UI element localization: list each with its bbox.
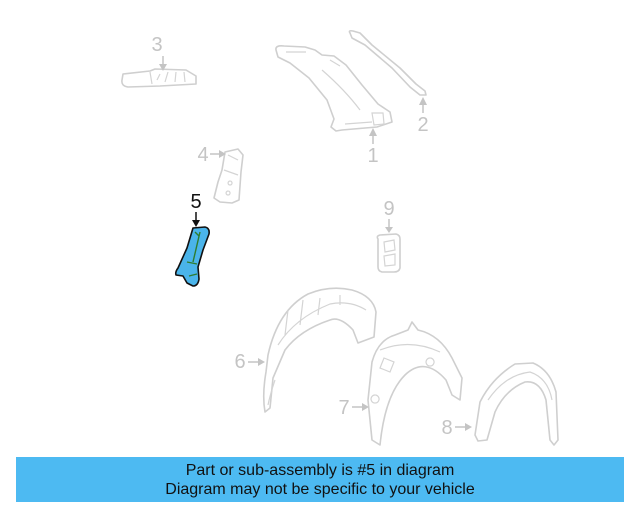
banner-line-disclaimer: Diagram may not be specific to your vehi…	[165, 481, 475, 498]
part-7[interactable]: 7	[338, 321, 463, 446]
banner-line-part-number: Part or sub-assembly is #5 in diagram	[185, 462, 455, 479]
part-2[interactable]: 2	[348, 29, 429, 136]
callout-6: 6	[234, 351, 245, 373]
callout-2: 2	[417, 114, 428, 136]
part-5[interactable]: 5	[174, 191, 210, 287]
part-9[interactable]: 9	[376, 198, 401, 273]
part-8[interactable]: 8	[441, 362, 559, 446]
part-6[interactable]: 6	[234, 287, 377, 413]
part-4[interactable]: 4	[197, 144, 244, 204]
part-1[interactable]: 1	[275, 45, 393, 167]
callout-9: 9	[383, 198, 394, 220]
callout-3: 3	[151, 34, 162, 56]
callout-5: 5	[190, 191, 201, 213]
callout-8: 8	[441, 417, 452, 439]
callout-1: 1	[367, 145, 378, 167]
info-banner: Part or sub-assembly is #5 in diagram Di…	[16, 457, 624, 502]
part-3[interactable]: 3	[121, 34, 197, 88]
callout-4: 4	[197, 144, 208, 166]
callout-7: 7	[338, 397, 349, 419]
